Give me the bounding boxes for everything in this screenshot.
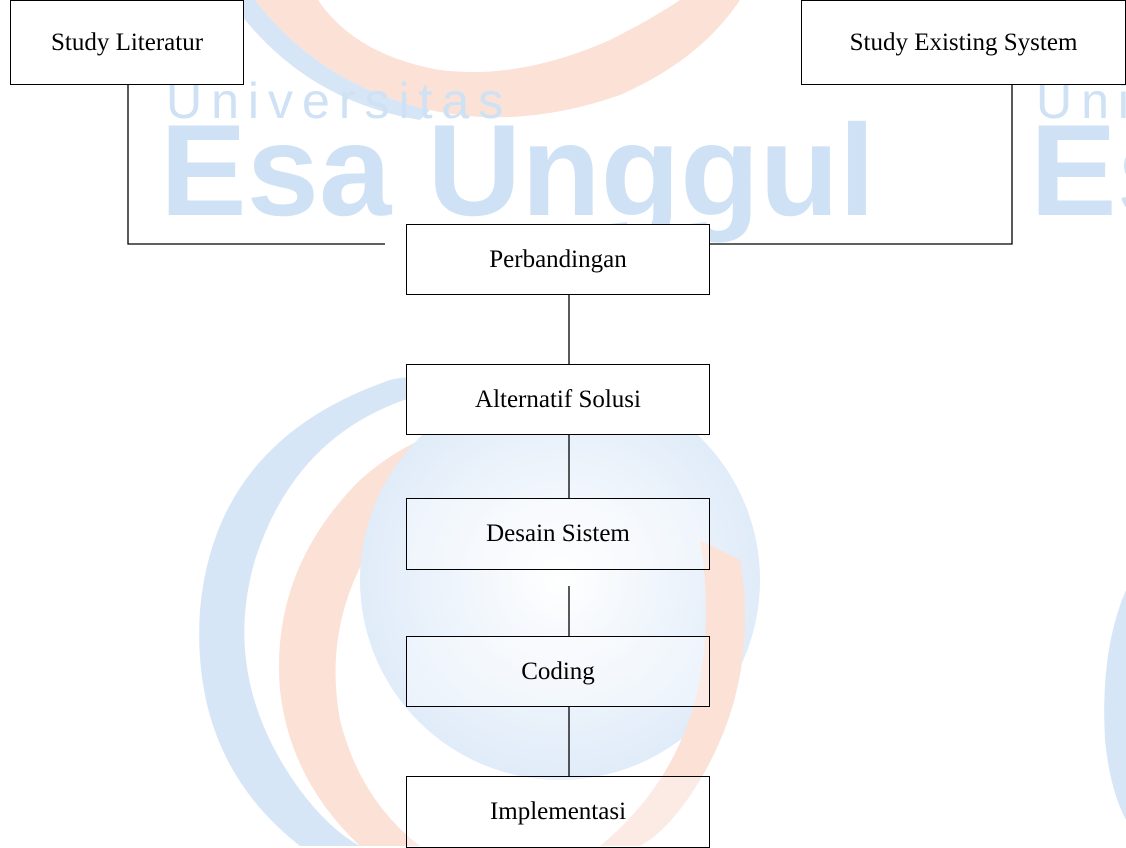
watermark-esa-unggul-text: Esa Unggul bbox=[160, 97, 875, 243]
node-alternatif-solusi-label: Alternatif Solusi bbox=[475, 385, 641, 413]
node-perbandingan: Perbandingan bbox=[406, 224, 710, 295]
node-coding: Coding bbox=[406, 636, 710, 707]
node-implementasi: Implementasi bbox=[406, 776, 710, 848]
node-perbandingan-label: Perbandingan bbox=[489, 245, 627, 273]
node-alternatif-solusi: Alternatif Solusi bbox=[406, 364, 710, 435]
node-study-existing-system: Study Existing System bbox=[801, 0, 1126, 85]
university-logo-swoosh bbox=[199, 0, 1126, 846]
node-study-literatur: Study Literatur bbox=[10, 0, 244, 85]
node-desain-sistem: Desain Sistem bbox=[406, 498, 710, 570]
connector-existing-to-perbandingan bbox=[710, 85, 1013, 245]
watermark-esa-fragment: Es bbox=[1030, 97, 1126, 243]
node-study-literatur-label: Study Literatur bbox=[50, 28, 204, 56]
connector-literatur-to-perbandingan bbox=[127, 85, 385, 245]
node-implementasi-label: Implementasi bbox=[489, 798, 627, 825]
node-desain-sistem-label: Desain Sistem bbox=[486, 520, 630, 547]
node-study-existing-system-label: Study Existing System bbox=[849, 28, 1078, 56]
node-coding-label: Coding bbox=[521, 657, 595, 685]
